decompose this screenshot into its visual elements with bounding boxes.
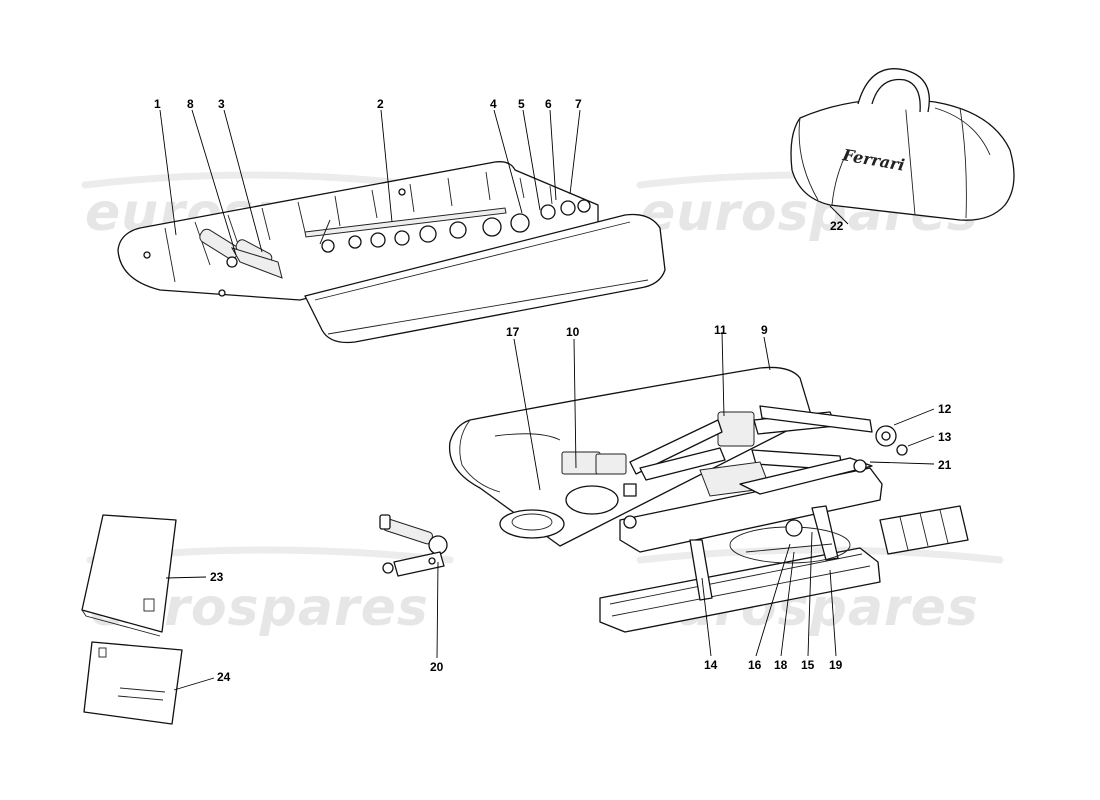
callout-21: 21 (938, 458, 952, 472)
callout-3: 3 (218, 97, 225, 111)
callout-11: 11 (714, 323, 727, 337)
owner-manual-booklet (81, 514, 177, 637)
callout-5: 5 (518, 97, 525, 111)
crank-handle (379, 514, 448, 577)
tool-roll (117, 161, 666, 344)
jack-small-parts (499, 451, 637, 539)
callout-8: 8 (187, 97, 194, 111)
duffel-bag: Ferrari (790, 68, 1015, 221)
callout-10: 10 (566, 325, 580, 339)
callout-23: 23 (210, 570, 224, 584)
callout-14: 14 (704, 658, 718, 672)
callout-16: 16 (748, 658, 762, 672)
callout-18: 18 (774, 658, 788, 672)
callout-15: 15 (801, 658, 815, 672)
callout-6: 6 (545, 97, 552, 111)
warranty-card (83, 641, 183, 725)
jack-tray (619, 457, 883, 553)
callout-7: 7 (575, 97, 582, 111)
jack-base (599, 505, 969, 633)
callout-9: 9 (761, 323, 768, 337)
callout-17: 17 (506, 325, 520, 339)
callout-20: 20 (430, 660, 444, 674)
leader-lines (159, 109, 935, 691)
callout-13: 13 (938, 430, 952, 444)
callout-4: 4 (490, 97, 497, 111)
callout-22: 22 (830, 219, 844, 233)
callout-labels: 1 2 3 4 5 6 7 8 9 10 11 12 13 14 15 16 1… (154, 97, 952, 684)
callout-24: 24 (217, 670, 231, 684)
callout-1: 1 (154, 97, 161, 111)
callout-19: 19 (829, 658, 843, 672)
callout-2: 2 (377, 97, 384, 111)
callout-12: 12 (938, 402, 952, 416)
